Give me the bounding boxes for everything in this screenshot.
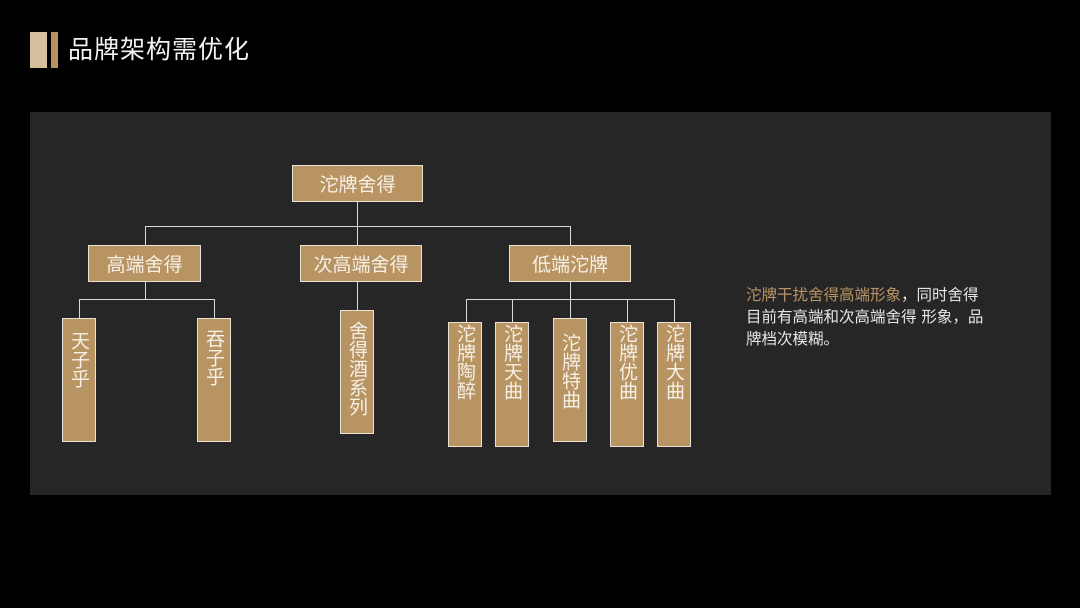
org-leaf-label: 沱牌特曲 [559,333,581,409]
org-node-high-end: 高端舍得 [88,245,201,282]
org-leaf-tunzihu: 吞子乎 [197,318,231,442]
org-leaf-label: 沱牌陶醉 [454,324,476,400]
side-note-highlight: 沱牌干扰舍得高端形象 [746,286,902,304]
org-leaf-tuopai-taozui: 沱牌陶醉 [448,322,482,447]
org-node-low-end: 低端沱牌 [509,245,631,282]
side-note-text: ，同时舍得目前有高端和次高端舍得 形象，品牌档次模糊。 [746,286,984,348]
org-leaf-tianzihu: 天子乎 [62,318,96,442]
title-accent-bar-light [30,32,47,68]
org-leaf-label: 舍得酒系列 [346,321,368,416]
org-leaf-label: 沱牌大曲 [663,324,685,400]
org-leaf-label: 吞子乎 [203,329,225,386]
org-leaf-shede-series: 舍得酒系列 [340,310,374,434]
org-node-label: 高端舍得 [106,254,183,276]
org-leaf-label: 沱牌优曲 [616,324,638,400]
org-leaf-tuopai-daqu: 沱牌大曲 [657,322,691,447]
page-title: 品牌架构需优化 [68,35,251,64]
title-accent-bar-dark [51,32,58,68]
org-node-sub-high-end: 次高端舍得 [300,245,422,282]
org-leaf-tuopai-tequ: 沱牌特曲 [553,318,587,442]
org-leaf-tuopai-youqu: 沱牌优曲 [610,322,644,447]
org-node-label: 沱牌舍得 [319,174,396,196]
org-node-root: 沱牌舍得 [292,165,423,202]
org-node-label: 次高端舍得 [313,254,409,276]
org-node-label: 低端沱牌 [531,254,608,276]
side-note: 沱牌干扰舍得高端形象，同时舍得目前有高端和次高端舍得 形象，品牌档次模糊。 [746,284,986,350]
org-leaf-tuopai-tianqu: 沱牌天曲 [495,322,529,447]
org-leaf-label: 沱牌天曲 [501,324,523,400]
org-leaf-label: 天子乎 [68,331,90,388]
